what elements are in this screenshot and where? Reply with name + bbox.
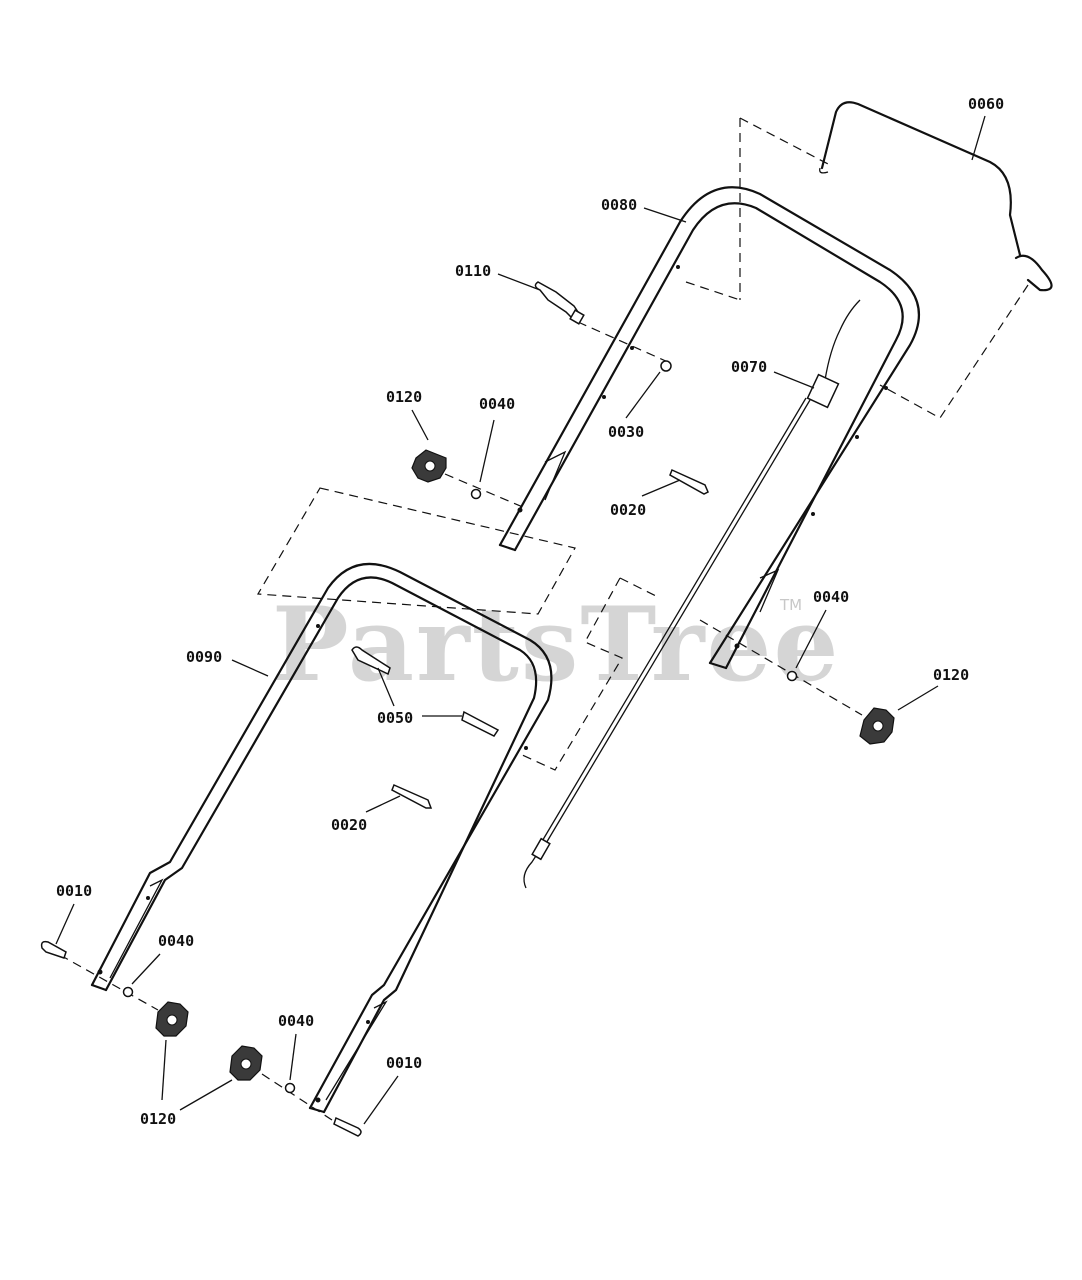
- bolt-0050-b: [461, 710, 500, 737]
- callout-0020-upper: 0020: [610, 501, 646, 519]
- callout-0030: 0030: [608, 423, 644, 441]
- callout-0010-left: 0010: [56, 882, 92, 900]
- washer-0040-left: [122, 986, 134, 998]
- knob-0120-bottom: [229, 1045, 263, 1081]
- knob-0120-right: [859, 707, 895, 745]
- callout-0070: 0070: [731, 358, 767, 376]
- callout-0120-right: 0120: [933, 666, 969, 684]
- watermark-trademark: TM: [779, 596, 802, 614]
- leader-lines: [55, 115, 986, 1125]
- bolt-0010-right: [333, 1116, 362, 1137]
- callout-0090: 0090: [186, 648, 222, 666]
- washer-0040-upper: [470, 488, 482, 500]
- callout-0120-upper: 0120: [386, 388, 422, 406]
- callout-0010-right: 0010: [386, 1054, 422, 1072]
- bolt-0010-left: [40, 940, 67, 959]
- assembly-lines: [59, 117, 1029, 1121]
- callout-0080: 0080: [601, 196, 637, 214]
- callout-0040-upper: 0040: [479, 395, 515, 413]
- screw-0020-upper: [669, 468, 709, 495]
- callout-0050: 0050: [377, 709, 413, 727]
- bail-bar: [819, 101, 1053, 292]
- upper-handle: [498, 186, 920, 670]
- callout-0040-right: 0040: [813, 588, 849, 606]
- clip-pin-0110: [534, 281, 585, 325]
- nut-0030: [660, 360, 672, 372]
- callout-0060: 0060: [968, 95, 1004, 113]
- washer-0040-right: [786, 670, 798, 682]
- screw-0020-lower: [391, 784, 433, 809]
- control-cable: [523, 299, 861, 889]
- lower-handle: [90, 562, 553, 1114]
- callout-0120-left: 0120: [140, 1110, 176, 1128]
- bolt-0050-a: [351, 646, 391, 676]
- washer-0040-bottom: [284, 1082, 296, 1094]
- knob-0120-left: [155, 1001, 189, 1037]
- knob-0120-upper: [411, 449, 447, 483]
- callout-0110: 0110: [455, 262, 491, 280]
- callout-0020-lower: 0020: [331, 816, 367, 834]
- callout-0040-left: 0040: [158, 932, 194, 950]
- callout-0040-bottom: 0040: [278, 1012, 314, 1030]
- watermark-brand: PartsTree: [272, 585, 840, 705]
